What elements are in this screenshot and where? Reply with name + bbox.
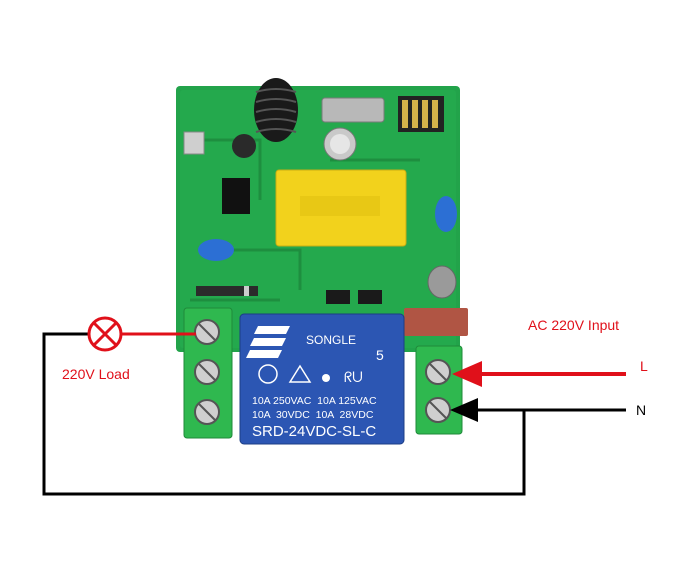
neutral-input-arrow [450,398,626,422]
electrolytic-capacitor [232,134,256,158]
relay-model: SRD-24VDC-SL-C [252,423,376,440]
ic-chip [222,178,250,214]
transistor [326,290,350,304]
blue-capacitor [435,196,457,232]
relay-number: 5 [376,347,384,363]
ac-input-label: AC 220V Input [528,317,620,333]
triangle-mark-icon [288,364,312,383]
grey-capacitor [427,265,457,299]
led-dot [322,374,330,382]
load-label: 220V Load [62,366,130,382]
antenna-coil [254,78,298,142]
neutral-label: N [636,402,647,418]
lamp-icon [87,316,123,352]
relay-rating-2: 10A 30VDC 10A 28VDC [252,409,374,421]
relay: SONGLE 5 ᖇᑌ 10A 250VAC 10A 125VAC 10A 30… [239,313,405,445]
screw [194,399,220,425]
blue-capacitor [198,239,234,261]
capacitor [323,127,357,161]
power-module [275,169,407,247]
live-label: L [640,358,648,374]
relay-rating-1: 10A 250VAC 10A 125VAC [252,395,377,407]
screw [194,359,220,385]
ul-mark-icon: ᖇᑌ [344,369,363,385]
diode [196,286,258,296]
terminal-block-input [415,345,463,435]
crystal [321,97,385,123]
relay-brand: SONGLE [306,333,356,347]
songle-logo-icon [246,326,290,358]
push-button [183,131,205,155]
transistor [358,290,382,304]
screw [425,397,451,423]
cqc-mark-icon [258,364,278,384]
fuse [404,308,468,336]
neutral-loop-wire [42,332,526,496]
pin-header [398,96,444,132]
screw [425,359,451,385]
live-input-arrow [452,361,626,387]
terminal-block-load [183,307,233,439]
screw [194,319,220,345]
